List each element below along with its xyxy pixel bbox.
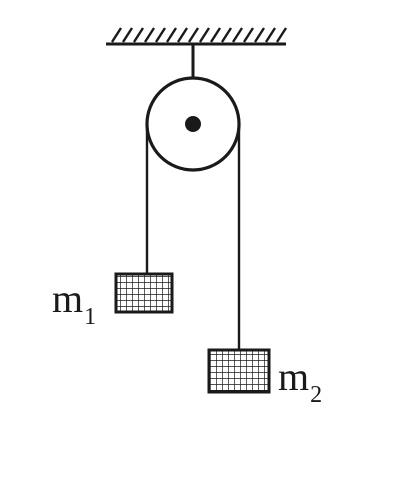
pulley	[145, 76, 241, 172]
ceiling-support	[106, 27, 288, 46]
ceiling-hatch-mark	[242, 27, 255, 43]
ceiling-hatch-mark	[209, 27, 222, 43]
mass-1-block	[114, 272, 174, 314]
mass-1-label: m1	[52, 276, 96, 330]
ceiling-hatch-mark	[198, 27, 211, 43]
ceiling-hatch-mark	[275, 27, 288, 43]
ceiling-hatch-mark	[264, 27, 277, 43]
mass-1-label-subscript: 1	[84, 304, 96, 330]
ceiling-hatch-mark	[220, 27, 233, 43]
mass-1-label-base: m	[52, 276, 83, 321]
mass-1-box	[114, 272, 174, 314]
mass-2-label-subscript: 2	[310, 382, 322, 408]
mass-2-block	[207, 348, 271, 394]
ceiling-hatch-mark	[121, 27, 134, 43]
ceiling-hatch-mark	[154, 27, 167, 43]
ceiling-hatch-mark	[143, 27, 156, 43]
mass-2-label-base: m	[278, 354, 309, 399]
ceiling-hatch-mark	[176, 27, 189, 43]
ceiling-hatch-mark	[110, 27, 123, 43]
pulley-axle	[185, 116, 201, 132]
mass-2-box	[207, 348, 271, 394]
ceiling-hatch-mark	[187, 27, 200, 43]
ceiling-hatch-mark	[165, 27, 178, 43]
ceiling-hatching	[110, 27, 288, 43]
ceiling-hatch-mark	[132, 27, 145, 43]
ceiling-hatch-mark	[253, 27, 266, 43]
mass-2-label: m2	[278, 354, 322, 408]
ceiling-hatch-mark	[231, 27, 244, 43]
